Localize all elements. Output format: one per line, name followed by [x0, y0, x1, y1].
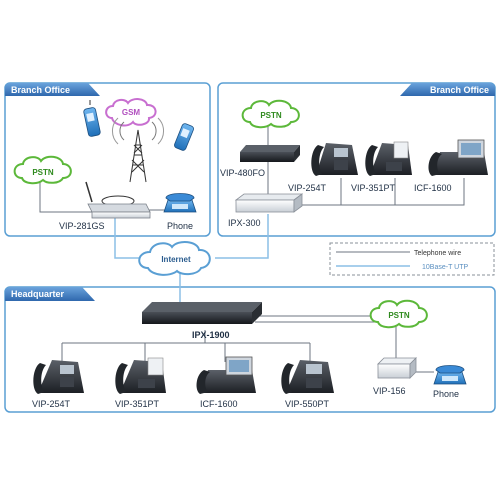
mobile-phone-icon	[174, 123, 194, 151]
pstn-label-hq: PSTN	[388, 311, 410, 320]
device-label-vip156: VIP-156	[373, 386, 406, 396]
device-label-vip254t-branch: VIP-254T	[288, 183, 327, 193]
wire-ipx300-bus	[300, 178, 465, 206]
device-label-vip480fo: VIP-480FO	[220, 168, 265, 178]
device-label-ipx300: IPX-300	[228, 218, 261, 228]
router-vip281gs	[85, 181, 151, 219]
legend-label-utp: 10Base-T UTP	[422, 264, 468, 271]
panel-title-branch-left: Branch Office	[11, 85, 70, 95]
panel-title-branch-right: Branch Office	[430, 85, 489, 95]
mobile-phone-icon	[83, 100, 101, 137]
device-label-vip254t-hq: VIP-254T	[32, 399, 71, 409]
ip-phone-icon	[281, 360, 334, 394]
gsm-label: GSM	[122, 108, 141, 117]
ip-phone-icon	[115, 357, 166, 394]
ip-phone-icon	[365, 141, 412, 176]
utp-vip281gs-to-internet	[114, 218, 148, 259]
pstn-label-right: PSTN	[260, 111, 282, 120]
device-label-vip550pt: VIP-550PT	[285, 399, 330, 409]
gateway-vip480fo	[240, 145, 300, 162]
desk-phone-blue-icon	[163, 193, 197, 213]
ata-vip156	[377, 357, 417, 379]
connection-lines	[39, 125, 465, 373]
device-label-vip281gs: VIP-281GS	[59, 221, 105, 231]
cell-tower-icon	[112, 117, 164, 183]
pstn-cloud-hq: PSTN	[369, 299, 428, 329]
ip-phone-icon	[311, 143, 358, 176]
ippbx-ipx300	[234, 193, 304, 213]
video-phone-icon	[428, 139, 488, 176]
device-label-ipx1900: IPX-1900	[192, 330, 230, 340]
wire-pstn-to-vip281gs	[39, 182, 95, 213]
device-label-phone-left: Phone	[167, 221, 193, 231]
internet-label: Internet	[161, 255, 191, 264]
panel-title-headquarter: Headquarter	[11, 289, 65, 299]
desk-phone-blue-icon	[433, 365, 467, 385]
device-label-icf1600-branch: ICF-1600	[414, 183, 452, 193]
ippbx-ipx1900	[142, 302, 262, 324]
ip-phone-icon	[33, 360, 84, 394]
device-label-vip351pt-hq: VIP-351PT	[115, 399, 160, 409]
pstn-cloud-right: PSTN	[241, 99, 300, 129]
pstn-label-left: PSTN	[32, 168, 54, 177]
device-label-phone-hq: Phone	[433, 389, 459, 399]
legend: Telephone wire 10Base-T UTP	[329, 242, 495, 276]
device-label-icf1600-hq: ICF-1600	[200, 399, 238, 409]
internet-cloud: Internet	[138, 241, 211, 276]
utp-ipx300-to-internet	[215, 214, 269, 259]
gsm-cloud: GSM	[105, 98, 157, 127]
pstn-cloud-left: PSTN	[13, 155, 72, 185]
device-label-vip351pt-branch: VIP-351PT	[351, 183, 396, 193]
panel-branch-left: Branch Office	[4, 82, 211, 237]
legend-label-telephone-wire: Telephone wire	[414, 250, 461, 257]
video-phone-icon	[196, 356, 256, 394]
